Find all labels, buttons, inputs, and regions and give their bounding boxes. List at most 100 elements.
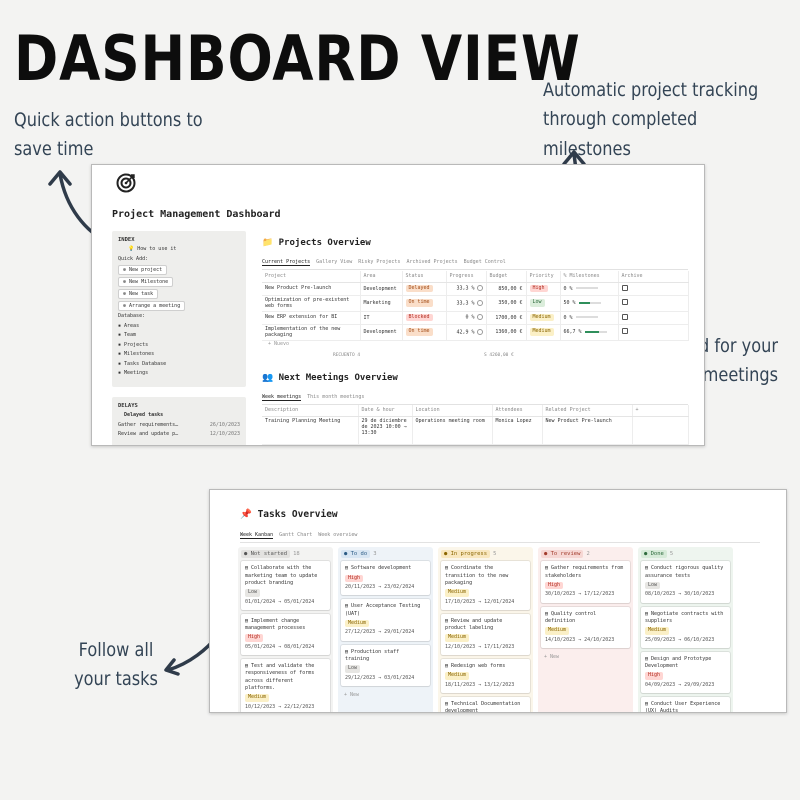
task-card[interactable]: ▤ Technical Documentation development [441,697,530,712]
col-priority[interactable]: Priority [526,271,561,283]
tab-archived-projects[interactable]: Archived Projects [406,259,458,265]
archive-checkbox[interactable] [621,328,628,334]
how-to-link[interactable]: 💡 How to use it [128,246,177,253]
new-project-button[interactable]: ⊕ New project [118,265,168,276]
col-add[interactable]: + [632,405,689,417]
budget-text: 1360,00 € [495,329,523,335]
pushpin-icon: 📌 [240,509,252,520]
project-name[interactable]: Optimization of pre-existent web forms [262,295,361,312]
dashboard-screenshot: Project Management Dashboard INDEX 💡 How… [91,164,705,446]
col-area[interactable]: Area [360,271,403,283]
task-card[interactable]: ▤ Test and validate the responsiveness o… [241,659,330,712]
task-dates: 27/12/2023 → 29/01/2024 [345,629,415,636]
tab-week-overview[interactable]: Week overview [318,532,358,538]
project-archive[interactable] [618,324,689,341]
col-attendees[interactable]: Attendees [492,405,543,417]
tab-week-kanban[interactable]: Week Kanban [240,532,274,539]
new-project-row[interactable]: + Nuevo [268,341,290,347]
task-dates: 12/10/2023 → 17/11/2023 [445,643,515,650]
new-milestone-button[interactable]: ⊕ New Milestone [118,277,174,288]
db-link-projects[interactable]: ▪ Projects [118,341,149,348]
archive-checkbox[interactable] [621,313,628,320]
delay-row[interactable]: Review and update p…12/10/2023 [118,430,240,440]
tab-gallery-view[interactable]: Gallery View [316,259,353,265]
milestones-bar [584,330,607,333]
task-card[interactable]: ▤ Conduct rigorous quality assurance tes… [641,561,730,603]
col-milestones[interactable]: % Milestones [560,271,619,283]
page-icon: ▤ [345,648,349,655]
project-archive[interactable] [618,311,689,325]
tab-budget-control[interactable]: Budget Control [463,259,506,265]
new-task-row[interactable]: + New [544,653,560,660]
task-card[interactable]: ▤ Collaborate with the marketing team to… [241,561,330,610]
project-budget: 1360,00 € [486,324,527,341]
project-name[interactable]: Implementation of the new packaging [262,324,361,341]
col-location[interactable]: Location [412,405,493,417]
meetings-table: Description Date & hour Location Attende… [262,405,689,445]
col-description[interactable]: Description [262,405,359,417]
col-project[interactable]: Project [262,271,361,283]
task-name: Quality control definition [545,610,597,624]
project-name[interactable]: New ERP extension for BI [262,311,361,325]
db-link-milestones[interactable]: ▪ Milestones [118,351,155,358]
index-panel: INDEX 💡 How to use it Quick Add: ⊕ New p… [112,231,246,387]
task-name: Redesign web forms [451,663,506,669]
tab-current-projects[interactable]: Current Projects [262,259,311,266]
col-status[interactable]: Status [402,271,447,283]
arrange-meeting-button[interactable]: ⊕ Arrange a meeting [118,301,186,312]
db-link-areas[interactable]: ▪ Areas [118,322,140,329]
project-area-text: IT [363,314,370,321]
tab-month-meetings[interactable]: This month meetings [307,394,365,400]
project-name[interactable]: New Product Pre-launch [262,282,361,296]
col-progress[interactable]: Progress [446,271,487,283]
page-icon: ▤ [645,565,649,572]
table-row[interactable]: Training Planning Meeting 29 de diciembr… [262,416,689,445]
col-budget[interactable]: Budget [486,271,527,283]
col-archive[interactable]: Archive [618,271,689,283]
task-dates: 17/10/2023 → 12/01/2024 [445,598,515,605]
task-card[interactable]: ▤ Coordinate the transition to the new p… [441,561,530,610]
archive-checkbox[interactable] [621,299,628,305]
db-link-tasks[interactable]: ▪ Tasks Database [118,360,167,367]
col-date-hour[interactable]: Date & hour [358,405,413,417]
progress-ring-icon [476,285,483,292]
tab-week-meetings[interactable]: Week meetings [262,394,302,401]
index-title: INDEX [118,237,135,243]
new-task-row[interactable]: + New [344,691,360,698]
tab-risky-projects[interactable]: Risky Projects [358,259,401,265]
meetings-overview-label: Next Meetings Overview [278,373,398,383]
archive-checkbox[interactable] [621,284,628,291]
project-archive[interactable] [618,282,689,296]
delay-row[interactable]: Gather requirements…26/10/2023 [118,421,240,431]
task-dates: 08/10/2023 → 30/10/2023 [645,591,715,598]
project-archive[interactable] [618,295,689,312]
new-task-button[interactable]: ⊕ New task [118,289,159,300]
tab-gantt-chart[interactable]: Gantt Chart [279,532,313,538]
col-related-project[interactable]: Related Project [542,405,633,417]
task-card[interactable]: ▤ Conduct User Experience (UX) Audits [641,697,730,712]
db-link-meetings[interactable]: ▪ Meetings [118,370,149,377]
projects-overview-title: 📁 Projects Overview [262,238,371,248]
meetings-overview-title: 👥 Next Meetings Overview [262,373,398,383]
db-link-team[interactable]: ▪ Team [118,332,137,339]
priority-badge: High [529,284,548,293]
